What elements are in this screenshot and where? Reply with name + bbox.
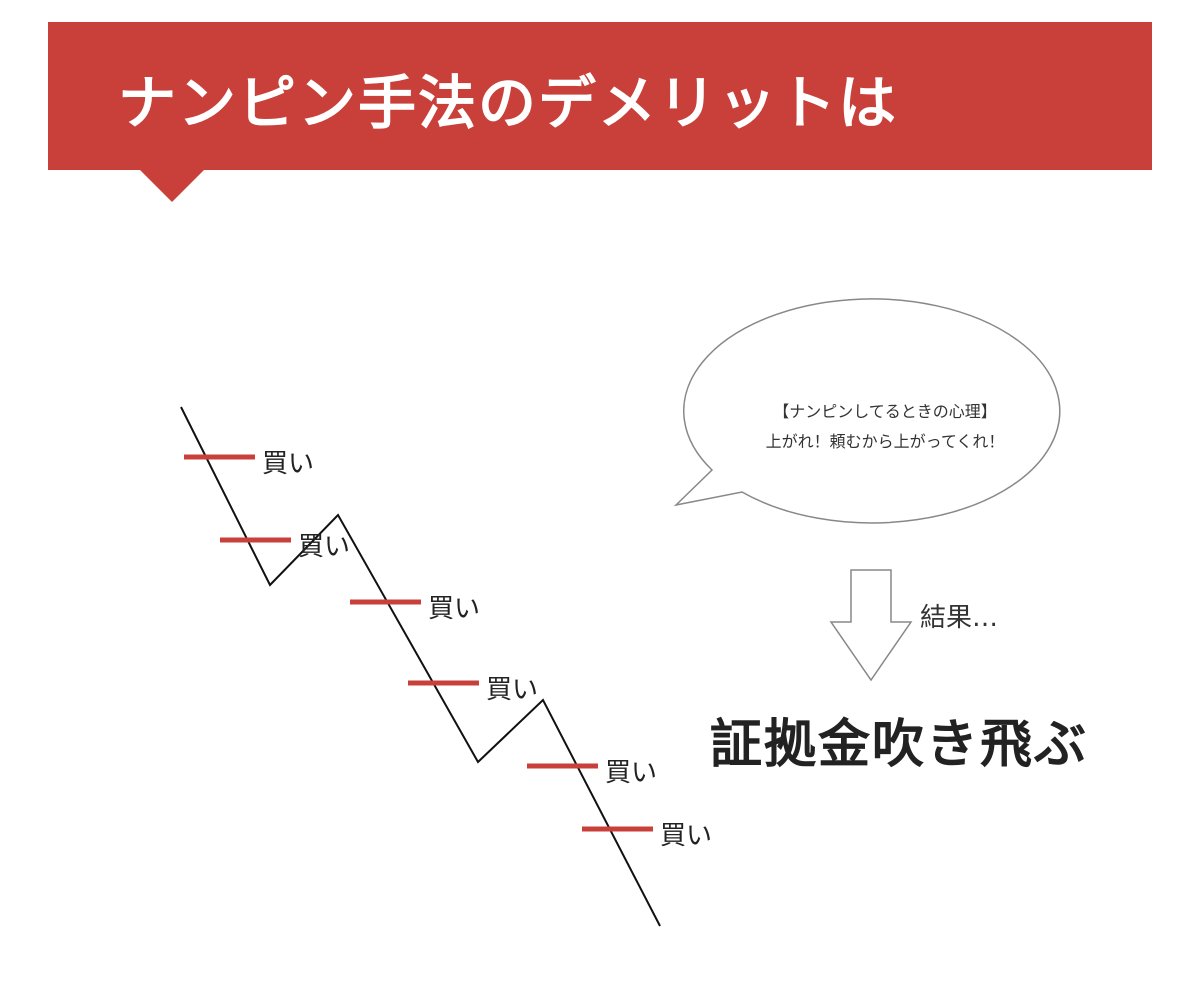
buy-label: 買い [486,675,539,705]
buy-label: 買い [428,594,481,624]
banner-pointer [140,170,204,202]
title-banner [48,22,1152,170]
page-title: ナンピン手法のデメリットは [118,69,899,137]
buy-label: 買い [262,449,315,479]
down-arrow-icon [829,569,913,682]
buy-label: 買い [605,758,658,788]
price-line [180,406,661,927]
bubble-thought: 上がれ！頼むから上がってくれ！ [765,432,1005,451]
conclusion-text: 証拠金吹き飛ぶ [710,715,1089,775]
buy-label: 買い [660,821,713,851]
buy-label: 買い [298,532,351,562]
speech-bubble [673,298,1061,524]
bubble-heading: 【ナンピンしてるときの心理】 [773,402,997,421]
result-label: 結果… [920,603,999,633]
